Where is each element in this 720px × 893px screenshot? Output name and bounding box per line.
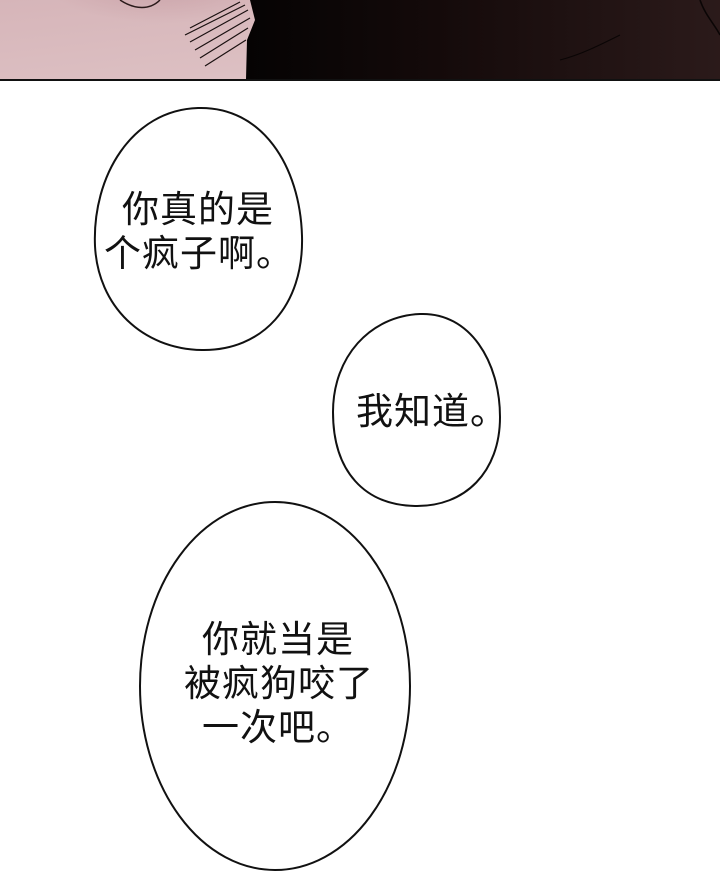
speech-bubble-outline: [93, 106, 304, 352]
speech-line: 个疯子啊。: [104, 232, 294, 275]
speech-bubble-outline: [139, 501, 411, 871]
panel-artwork: [0, 0, 720, 79]
speech-bubble-text: 你真的是 个疯子啊。: [104, 188, 304, 276]
speech-bubble-text: 我知道。: [356, 390, 508, 434]
speech-bubble-text: 你就当是 被疯狗咬了 一次吧。: [184, 618, 412, 750]
speech-bubble-outline: [331, 312, 502, 508]
speech-line: 被疯狗咬了: [184, 662, 374, 705]
speech-bubble-2: 我知道。: [330, 312, 508, 508]
speech-line: 我知道。: [356, 390, 508, 433]
speech-line: 你就当是: [202, 618, 354, 661]
speech-line: 一次吧。: [202, 706, 354, 749]
speech-bubble-1: 你真的是 个疯子啊。: [92, 106, 304, 352]
top-comic-panel: [0, 0, 720, 81]
speech-line: 你真的是: [122, 188, 274, 231]
speech-bubble-3: 你就当是 被疯狗咬了 一次吧。: [138, 500, 412, 872]
